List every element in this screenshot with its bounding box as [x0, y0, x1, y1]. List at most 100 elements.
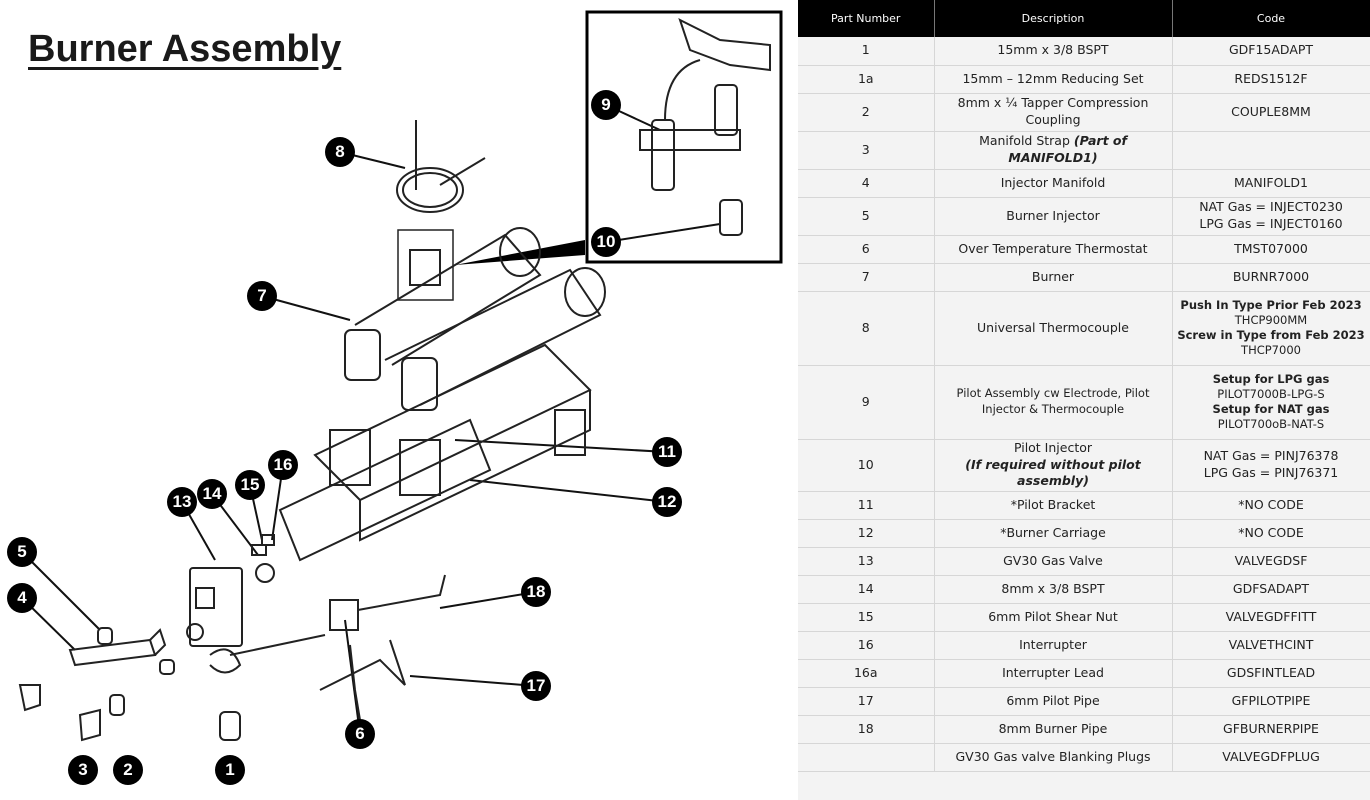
- cell-desc: 6mm Pilot Pipe: [934, 687, 1173, 716]
- callout-5: 5: [7, 537, 37, 567]
- cell-desc: Pilot Assembly cw Electrode, Pilot Injec…: [934, 365, 1173, 440]
- cell-code: [1172, 131, 1370, 170]
- callout-14: 14: [197, 479, 227, 509]
- cell-part: 14: [798, 575, 935, 604]
- table-row: 2 8mm x ¼ Tapper Compression Coupling CO…: [798, 93, 1370, 132]
- cell-code: Push In Type Prior Feb 2023 THCP900MM Sc…: [1172, 291, 1370, 366]
- code-line: LPG Gas = INJECT0160: [1199, 216, 1343, 231]
- callout-18: 18: [521, 577, 551, 607]
- cell-part: 5: [798, 197, 935, 236]
- cell-code: MANIFOLD1: [1172, 169, 1370, 198]
- cell-desc: GV30 Gas valve Blanking Plugs: [934, 743, 1173, 772]
- code-line: LPG Gas = PINJ76371: [1203, 465, 1339, 480]
- callout-2: 2: [113, 755, 143, 785]
- table-row: 1 15mm x 3/8 BSPT GDF15ADAPT: [798, 37, 1370, 66]
- parts-table-container: Part Number Description Code 1 15mm x 3/…: [798, 0, 1370, 800]
- desc-text: Pilot Injector: [1013, 439, 1093, 455]
- table-row: 11 *Pilot Bracket *NO CODE: [798, 491, 1370, 520]
- cell-code: TMST07000: [1172, 235, 1370, 264]
- cell-desc: Injector Manifold: [934, 169, 1173, 198]
- cell-desc: 15mm – 12mm Reducing Set: [934, 65, 1173, 94]
- cell-code: VALVETHCINT: [1172, 631, 1370, 660]
- cell-desc: Interrupter: [934, 631, 1173, 660]
- cell-desc: GV30 Gas Valve: [934, 547, 1173, 576]
- table-header-row: Part Number Description Code: [798, 0, 1370, 37]
- table-row: 4 Injector Manifold MANIFOLD1: [798, 169, 1370, 198]
- cell-part: 15: [798, 603, 935, 632]
- code-heading: Push In Type Prior Feb 2023: [1180, 298, 1362, 313]
- callout-4: 4: [7, 583, 37, 613]
- callout-7: 7: [247, 281, 277, 311]
- code-line: PILOT700oB-NAT-S: [1217, 416, 1325, 431]
- header-code: Code: [1172, 0, 1370, 37]
- page-title: Burner Assembly: [28, 28, 342, 70]
- table-row: 8 Universal Thermocouple Push In Type Pr…: [798, 291, 1370, 366]
- code-heading: Screw in Type from Feb 2023: [1177, 328, 1365, 342]
- cell-part: 13: [798, 547, 935, 576]
- cell-desc: *Burner Carriage: [934, 519, 1173, 548]
- burner-assembly-drawing: [18, 10, 783, 742]
- cell-code: GFBURNERPIPE: [1172, 715, 1370, 744]
- cell-desc: Burner: [934, 263, 1173, 292]
- callout-17: 17: [521, 671, 551, 701]
- cell-code: BURNR7000: [1172, 263, 1370, 292]
- cell-part: 12: [798, 519, 935, 548]
- table-row: 12 *Burner Carriage *NO CODE: [798, 519, 1370, 548]
- table-row: 1a 15mm – 12mm Reducing Set REDS1512F: [798, 65, 1370, 94]
- cell-desc: 8mm x ¼ Tapper Compression Coupling: [934, 93, 1173, 132]
- cell-code: *NO CODE: [1172, 491, 1370, 520]
- cell-code: VALVEGDSF: [1172, 547, 1370, 576]
- code-line: THCP900MM: [1234, 313, 1308, 328]
- callout-13: 13: [167, 487, 197, 517]
- callout-3: 3: [68, 755, 98, 785]
- cell-desc: 8mm Burner Pipe: [934, 715, 1173, 744]
- table-row: 13 GV30 Gas Valve VALVEGDSF: [798, 547, 1370, 576]
- cell-part: 17: [798, 687, 935, 716]
- callout-6: 6: [345, 719, 375, 749]
- desc-note: (Part of MANIFOLD1): [1008, 133, 1127, 165]
- cell-desc: 8mm x 3/8 BSPT: [934, 575, 1173, 604]
- cell-desc: Manifold Strap (Part of MANIFOLD1): [934, 131, 1173, 170]
- cell-desc: Universal Thermocouple: [934, 291, 1173, 366]
- table-row: 16 Interrupter VALVETHCINT: [798, 631, 1370, 660]
- desc-text: Manifold Strap: [979, 133, 1070, 149]
- cell-part: 8: [798, 291, 935, 366]
- callout-9: 9: [591, 90, 621, 120]
- cell-part: 1: [798, 37, 935, 66]
- callout-16: 16: [268, 450, 298, 480]
- cell-part: [798, 743, 935, 772]
- cell-code: COUPLE8MM: [1172, 93, 1370, 132]
- table-row: 15 6mm Pilot Shear Nut VALVEGDFFITT: [798, 603, 1370, 632]
- cell-desc: 6mm Pilot Shear Nut: [934, 603, 1173, 632]
- desc-note: (If required without pilot assembly): [965, 456, 1141, 489]
- table-row: 6 Over Temperature Thermostat TMST07000: [798, 235, 1370, 264]
- code-line: THCP7000: [1241, 342, 1301, 357]
- cell-part: 9: [798, 365, 935, 440]
- callout-8: 8: [325, 137, 355, 167]
- table-row: 16a Interrupter Lead GDSFINTLEAD: [798, 659, 1370, 688]
- cell-desc: Pilot Injector(If required without pilot…: [934, 439, 1173, 492]
- callout-15: 15: [235, 470, 265, 500]
- cell-part: 2: [798, 93, 935, 132]
- cell-code: REDS1512F: [1172, 65, 1370, 94]
- code-heading: Setup for NAT gas: [1212, 402, 1330, 416]
- code-line: NAT Gas = INJECT0230: [1199, 199, 1343, 215]
- parts-table: Part Number Description Code 1 15mm x 3/…: [798, 0, 1370, 772]
- table-row: 10 Pilot Injector(If required without pi…: [798, 439, 1370, 492]
- code-heading: Setup for LPG gas: [1212, 372, 1330, 387]
- code-line: PILOT7000B-LPG-S: [1217, 387, 1325, 402]
- cell-part: 7: [798, 263, 935, 292]
- table-row: 14 8mm x 3/8 BSPT GDFSADAPT: [798, 575, 1370, 604]
- cell-part: 16: [798, 631, 935, 660]
- leader-lines: [21, 104, 721, 735]
- cell-part: 18: [798, 715, 935, 744]
- exploded-diagram: Burner Assembly: [7, 10, 783, 785]
- table-row: 3 Manifold Strap (Part of MANIFOLD1): [798, 131, 1370, 170]
- cell-part: 1a: [798, 65, 935, 94]
- table-row: 17 6mm Pilot Pipe GFPILOTPIPE: [798, 687, 1370, 716]
- cell-code: VALVEGDFPLUG: [1172, 743, 1370, 772]
- callout-12: 12: [652, 487, 682, 517]
- cell-desc: Interrupter Lead: [934, 659, 1173, 688]
